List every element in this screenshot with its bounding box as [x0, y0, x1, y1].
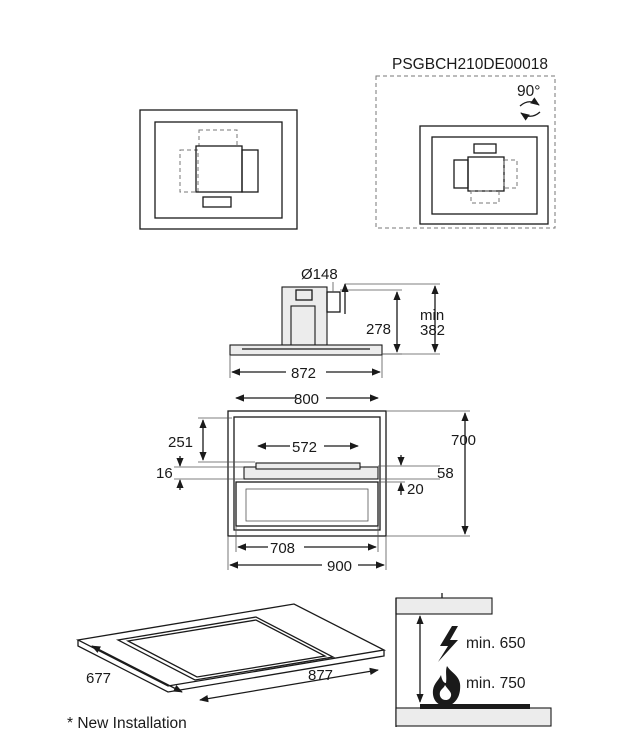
- cabinet-outline: [139, 109, 298, 230]
- upper-cabinet: [395, 597, 493, 615]
- top-plan-dimensions: 800 251 572 700 16 58 20: [156, 391, 476, 575]
- cutout-opening: [235, 481, 379, 527]
- duct-dashed-top: [198, 129, 238, 147]
- rotated-cabinet-inner: [431, 136, 538, 215]
- rotated-outlet-slot: [473, 143, 497, 154]
- dim-line-877: [199, 667, 379, 703]
- motor-housing-inner: [290, 305, 316, 346]
- duct-diameter-label: Ø148: [301, 266, 338, 283]
- width-800-label: 800: [294, 391, 319, 408]
- duct-dashed-left: [179, 149, 199, 193]
- cabinet-inner-outline: [154, 121, 283, 219]
- outlet-slot: [202, 196, 232, 208]
- worktop-cutout: 677 877 * New Installation: [67, 603, 387, 732]
- rotated-duct-dashed-bottom: [470, 190, 500, 204]
- gap-16-label: 16: [156, 465, 173, 482]
- min-label: min: [420, 307, 444, 324]
- new-installation-footnote: * New Installation: [67, 715, 187, 732]
- min-382-label: 382: [420, 322, 445, 339]
- depth-251-label: 251: [168, 434, 193, 451]
- rotated-side-box: [453, 159, 469, 189]
- cutout-opening-inner: [125, 619, 328, 678]
- rotation-label: 90°: [517, 83, 540, 100]
- gas-clearance-label: min. 750: [466, 675, 526, 692]
- duct-connector: [326, 291, 341, 313]
- rotated-duct-dashed-right: [503, 159, 518, 189]
- kit-dashed-frame: [375, 75, 556, 229]
- depth-677-label: 677: [86, 670, 111, 687]
- clearance-heights: min. 650 min. 750: [395, 593, 552, 727]
- gap-58-label: 58: [437, 465, 454, 482]
- hob-glass-panel: [229, 344, 383, 356]
- width-877-label: 877: [308, 667, 333, 684]
- worktop-with-hob: [395, 707, 552, 727]
- duct-collar: [295, 289, 313, 301]
- rotated-motor-block: [467, 156, 505, 192]
- width-708-label: 708: [270, 540, 295, 557]
- plan-view-rotated-kit: PSGBCH210DE00018 90°: [375, 56, 556, 229]
- extractor-grille: [255, 462, 361, 470]
- plan-view-standard: [139, 109, 298, 230]
- width-572-label: 572: [292, 439, 317, 456]
- cutout-opening-outline: [115, 616, 336, 681]
- gap-20-label: 20: [407, 481, 424, 498]
- hob-surface: [420, 704, 530, 709]
- motor-side-box: [241, 149, 259, 193]
- width-900-label: 900: [327, 558, 352, 575]
- depth-700-label: 700: [451, 432, 476, 449]
- kit-code-label: PSGBCH210DE00018: [392, 56, 548, 73]
- outer-cabinet: [227, 410, 387, 537]
- height-278-label: 278: [366, 321, 391, 338]
- cutout-inner: [245, 488, 369, 522]
- motor-block: [195, 145, 243, 193]
- rotate-icon: [519, 97, 541, 121]
- worktop-edge: [77, 640, 385, 693]
- dim-line-677: [91, 645, 183, 693]
- lightning-icon: [438, 626, 458, 662]
- inner-cabinet: [233, 416, 381, 531]
- width-872-label: 872: [291, 365, 316, 382]
- electric-clearance-label: min. 650: [466, 635, 526, 652]
- side-elevation: Ø148 278 min 382 872: [229, 266, 445, 382]
- flame-icon: [432, 666, 461, 706]
- rotated-cabinet-outline: [419, 125, 549, 225]
- flame-inner-icon: [439, 685, 452, 700]
